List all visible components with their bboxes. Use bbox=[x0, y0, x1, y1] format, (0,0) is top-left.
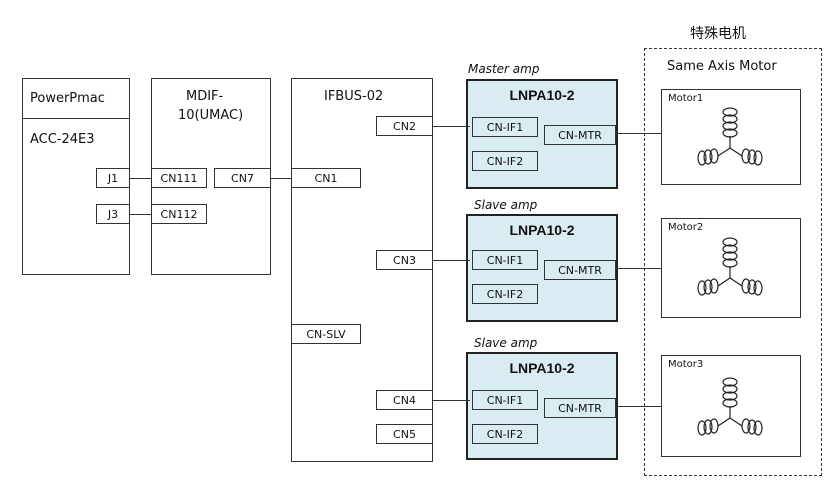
group-subtitle: Same Axis Motor bbox=[667, 59, 777, 74]
motor2-box: Motor2 bbox=[661, 218, 801, 318]
same-axis-motor-group bbox=[644, 48, 822, 476]
amp2-cn-if1: CN-IF1 bbox=[472, 250, 538, 270]
amp2-cn-mtr: CN-MTR bbox=[544, 260, 616, 280]
link-j3-cn112 bbox=[130, 214, 151, 215]
port-cn2: CN2 bbox=[376, 116, 433, 136]
port-j3: J3 bbox=[96, 204, 130, 224]
motor3-box: Motor3 bbox=[661, 355, 801, 457]
powerpmac-divider bbox=[22, 118, 130, 119]
port-cn1: CN1 bbox=[291, 168, 361, 188]
amp1-title: LNPA10-2 bbox=[509, 87, 575, 103]
mdif-title-line1: MDIF- bbox=[186, 89, 224, 104]
link-cn3-amp2 bbox=[433, 260, 470, 261]
motor3-coil-icon bbox=[697, 377, 763, 436]
amp2-caption: Slave amp bbox=[474, 198, 538, 212]
link-cn7-cn1 bbox=[271, 178, 291, 179]
ifbus-title: IFBUS-02 bbox=[324, 89, 384, 104]
motor2-label: Motor2 bbox=[668, 222, 704, 233]
amp3-caption: Slave amp bbox=[474, 336, 538, 350]
port-cn5: CN5 bbox=[376, 424, 433, 444]
group-title: 特殊电机 bbox=[690, 26, 746, 42]
motor3-label: Motor3 bbox=[668, 359, 704, 370]
port-cn7: CN7 bbox=[214, 168, 271, 188]
amp1-cn-if1: CN-IF1 bbox=[472, 117, 538, 137]
port-j1: J1 bbox=[96, 168, 130, 188]
link-amp1-motor1 bbox=[616, 133, 661, 134]
amp1-cn-mtr: CN-MTR bbox=[544, 125, 616, 145]
motor2-coil-icon bbox=[697, 237, 763, 296]
amp1-cn-if2: CN-IF2 bbox=[472, 151, 538, 171]
mdif-title-line2: 10(UMAC) bbox=[178, 108, 244, 123]
link-cn2-amp1 bbox=[433, 126, 470, 127]
amp3-cn-mtr: CN-MTR bbox=[544, 398, 616, 418]
link-amp3-motor3 bbox=[616, 406, 661, 407]
amp3-box: LNPA10-2 CN-IF1 CN-IF2 CN-MTR bbox=[466, 352, 618, 460]
motor1-coil-icon bbox=[697, 107, 763, 166]
powerpmac-title: PowerPmac bbox=[30, 91, 105, 106]
port-cn111: CN111 bbox=[151, 168, 207, 188]
amp2-box: LNPA10-2 CN-IF1 CN-IF2 CN-MTR bbox=[466, 214, 618, 322]
amp3-cn-if1: CN-IF1 bbox=[472, 390, 538, 410]
amp2-title: LNPA10-2 bbox=[509, 222, 575, 238]
port-cn3: CN3 bbox=[376, 250, 433, 270]
link-j1-cn111 bbox=[130, 178, 151, 179]
port-cn112: CN112 bbox=[151, 204, 207, 224]
amp2-cn-if2: CN-IF2 bbox=[472, 284, 538, 304]
amp3-title: LNPA10-2 bbox=[509, 360, 575, 376]
amp1-caption: Master amp bbox=[468, 62, 540, 76]
amp1-box: LNPA10-2 CN-IF1 CN-IF2 CN-MTR bbox=[466, 79, 618, 189]
motor1-label: Motor1 bbox=[668, 93, 704, 104]
port-cn-slv: CN-SLV bbox=[291, 324, 361, 344]
port-cn4: CN4 bbox=[376, 390, 433, 410]
powerpmac-subtitle: ACC-24E3 bbox=[30, 132, 95, 147]
link-cn4-amp3 bbox=[433, 400, 470, 401]
link-amp2-motor2 bbox=[616, 268, 661, 269]
amp3-cn-if2: CN-IF2 bbox=[472, 424, 538, 444]
